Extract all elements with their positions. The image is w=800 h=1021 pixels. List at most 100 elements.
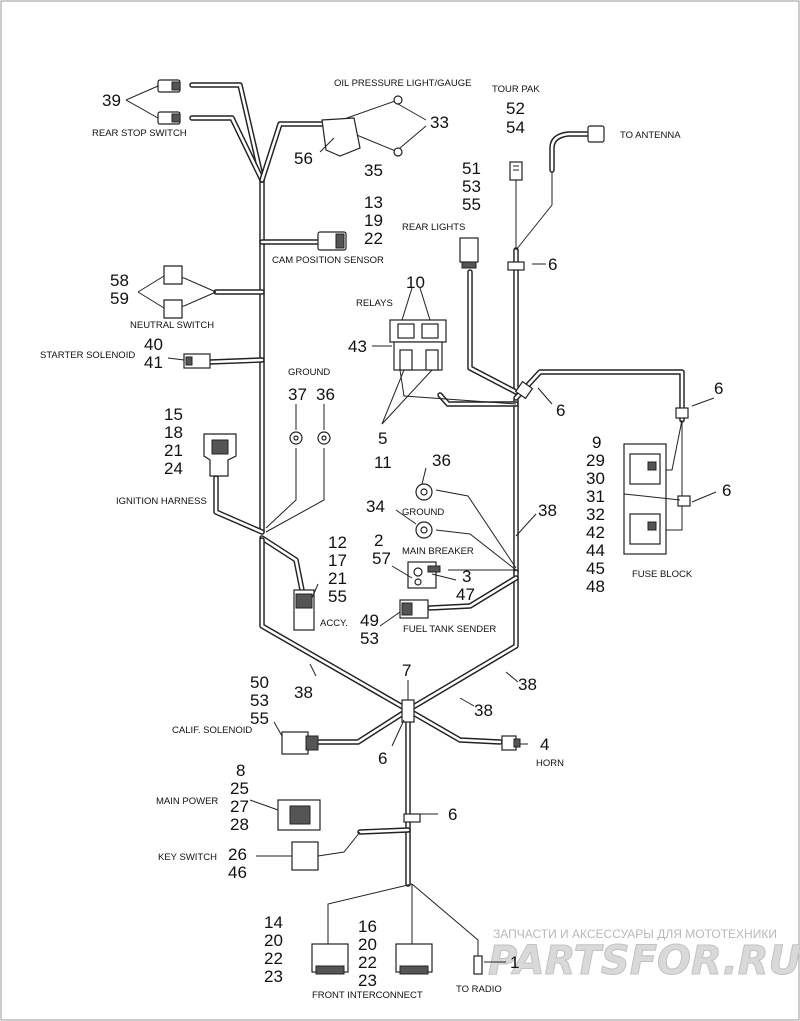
- callout-7: 7: [402, 661, 411, 680]
- callout-16: 16: [358, 917, 377, 936]
- callout-39: 39: [102, 91, 121, 110]
- key-switch-connector: [291, 841, 319, 871]
- callout-27: 27: [230, 797, 249, 816]
- callout-59: 59: [110, 289, 129, 308]
- label-rear-stop-switch: REAR STOP SWITCH: [92, 128, 187, 139]
- callout-57: 57: [372, 549, 391, 568]
- callout-29: 29: [586, 451, 605, 470]
- callout-48: 48: [586, 577, 605, 596]
- fuel-tank-sender-connector: [399, 599, 429, 619]
- callout-38-left: 38: [294, 683, 313, 702]
- callout-2: 2: [374, 531, 383, 550]
- callout-15: 15: [164, 405, 183, 424]
- callout-26: 26: [228, 845, 247, 864]
- callout-25: 25: [230, 779, 249, 798]
- label-fuse-block: FUSE BLOCK: [632, 569, 693, 580]
- rear-lights-connector: [459, 237, 479, 269]
- callout-6-fuse-top: 6: [714, 379, 723, 398]
- label-oil-pressure: OIL PRESSURE LIGHT/GAUGE: [334, 78, 471, 89]
- ground-terminals-top: [289, 431, 331, 445]
- callout-46: 46: [228, 863, 247, 882]
- callout-22b: 22: [264, 949, 283, 968]
- main-power-connector: [277, 799, 321, 831]
- callout-21: 21: [164, 441, 183, 460]
- label-accy: ACCY.: [320, 618, 348, 629]
- callout-1: 1: [510, 953, 519, 972]
- watermark: ЗАПЧАСТИ И АКСЕССУАРЫ ДЛЯ МОТОТЕХНИКИ PA…: [488, 927, 800, 985]
- label-horn: HORN: [536, 758, 564, 769]
- callout-22c: 22: [358, 953, 377, 972]
- callout-51: 51: [462, 159, 481, 178]
- component-labels: REAR STOP SWITCH OIL PRESSURE LIGHT/GAUG…: [40, 78, 693, 1001]
- callout-38-center: 38: [474, 701, 493, 720]
- label-key-switch: KEY SWITCH: [158, 852, 217, 863]
- callout-52: 52: [506, 99, 525, 118]
- label-ground-mid: GROUND: [402, 507, 444, 518]
- label-neutral-switch: NEUTRAL SWITCH: [130, 320, 214, 331]
- callout-49: 49: [360, 611, 379, 630]
- oil-pressure-sender: [321, 95, 403, 157]
- callout-17: 17: [328, 551, 347, 570]
- callout-41: 41: [144, 353, 163, 372]
- callout-6-hub: 6: [378, 749, 387, 768]
- callout-6-lower: 6: [448, 805, 457, 824]
- callout-6-junction: 6: [556, 401, 565, 420]
- cam-position-sensor-connector: [317, 231, 347, 251]
- callout-42: 42: [586, 523, 605, 542]
- label-main-power: MAIN POWER: [156, 796, 218, 807]
- label-starter-solenoid: STARTER SOLENOID: [40, 350, 135, 361]
- callout-20: 20: [264, 931, 283, 950]
- callout-55b: 55: [328, 587, 347, 606]
- callout-20b: 20: [358, 935, 377, 954]
- thin-wires: [167, 99, 683, 956]
- callout-43: 43: [348, 337, 367, 356]
- junction-clips: [401, 261, 534, 823]
- callout-4: 4: [540, 735, 549, 754]
- label-ground-top: GROUND: [288, 367, 330, 378]
- label-front-interconnect: FRONT INTERCONNECT: [312, 990, 423, 1001]
- callout-34: 34: [366, 497, 385, 516]
- label-rear-lights: REAR LIGHTS: [402, 222, 465, 233]
- callout-56: 56: [294, 149, 313, 168]
- watermark-tagline: ЗАПЧАСТИ И АКСЕССУАРЫ ДЛЯ МОТОТЕХНИКИ: [493, 927, 777, 941]
- callout-44: 44: [586, 541, 605, 560]
- callout-23: 23: [264, 967, 283, 986]
- label-to-radio: TO RADIO: [456, 984, 502, 995]
- callout-33: 33: [430, 113, 449, 132]
- starter-solenoid-connector: [183, 353, 211, 369]
- callout-numbers: 39 33 35 56 52 54 51 53 55 6 13 19 22 58…: [102, 91, 731, 990]
- callout-36-mid: 36: [432, 451, 451, 470]
- label-to-antenna: TO ANTENNA: [620, 130, 681, 141]
- callout-53b: 53: [360, 629, 379, 648]
- callout-30: 30: [586, 469, 605, 488]
- callout-6-tour: 6: [548, 255, 557, 274]
- callout-22: 22: [364, 229, 383, 248]
- accy-connector: [293, 589, 315, 631]
- callout-14: 14: [264, 913, 283, 932]
- callout-32: 32: [586, 505, 605, 524]
- callout-13: 13: [364, 193, 383, 212]
- tour-pak-connector: [509, 161, 523, 181]
- callout-55c: 55: [250, 709, 269, 728]
- callout-3: 3: [462, 567, 471, 586]
- ground-terminals-mid: [415, 483, 433, 539]
- callout-47: 47: [456, 585, 475, 604]
- neutral-switch-connectors: [163, 265, 183, 319]
- callout-50: 50: [250, 673, 269, 692]
- callout-38-lower-right: 38: [518, 675, 537, 694]
- relays-block: [389, 319, 447, 371]
- callout-8: 8: [236, 761, 245, 780]
- label-cam-position-sensor: CAM POSITION SENSOR: [272, 255, 384, 266]
- label-fuel-tank-sender: FUEL TANK SENDER: [403, 624, 496, 635]
- callout-5: 5: [378, 429, 387, 448]
- callout-28: 28: [230, 815, 249, 834]
- callout-19: 19: [364, 211, 383, 230]
- watermark-brand: PARTSFOR.RU: [488, 938, 800, 984]
- callout-53c: 53: [250, 691, 269, 710]
- fuse-block: [623, 407, 691, 555]
- label-main-breaker: MAIN BREAKER: [402, 546, 474, 557]
- callout-54: 54: [506, 118, 525, 137]
- label-relays: RELAYS: [356, 298, 393, 309]
- callout-36-top: 36: [316, 385, 335, 404]
